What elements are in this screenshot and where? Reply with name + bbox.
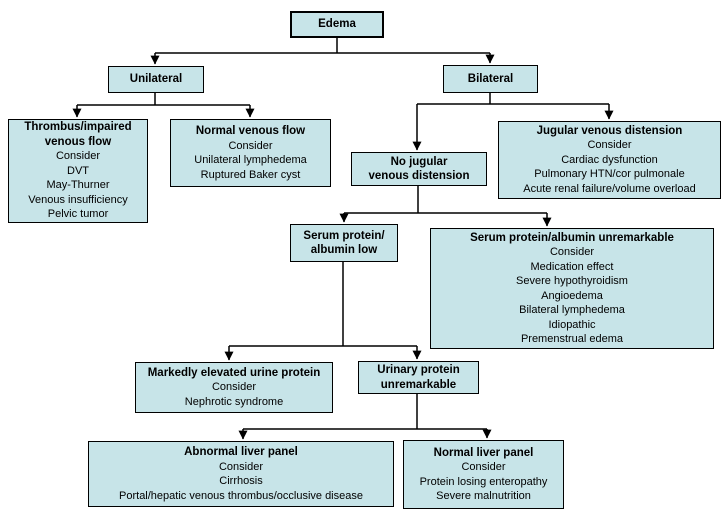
node-line: Pelvic tumor (47, 208, 109, 221)
connector-no-jvd-branch (344, 186, 547, 214)
node-line: Consider (55, 150, 101, 163)
node-title: Markedly elevated urine protein (147, 366, 321, 379)
node-line: Consider (587, 139, 632, 152)
node-line: Premenstrual edema (520, 333, 624, 345)
connector-edema-branch (155, 37, 490, 54)
node-title: Normal liver panel (433, 446, 534, 459)
node-title: Jugular venous distension (536, 124, 683, 137)
node-line: Angioedema (541, 289, 603, 302)
node-line: Portal/hepatic venous thrombus/occlusive… (119, 489, 363, 502)
node-urinary-protein-unremarkable: Urinary protein unremarkable (358, 361, 479, 394)
node-line: Cardiac dysfunction (561, 153, 658, 166)
node-title: Urinary protein unremarkable (377, 364, 460, 391)
node-line: Medication effect (530, 260, 614, 273)
node-thrombus-impaired-venous-flow: Thrombus/impaired venous flow Consider D… (8, 119, 148, 223)
node-unilateral: Unilateral (108, 66, 204, 93)
node-title: Abnormal liver panel (184, 446, 298, 458)
node-line: Consider (461, 461, 506, 473)
node-line: Severe hypothyroidism (516, 275, 628, 287)
connector-bilateral-branch (417, 92, 609, 105)
node-line: Ruptured Baker cyst (200, 168, 301, 181)
node-title: Serum protein/ albumin low (303, 229, 385, 257)
connector-serum-low-branch (229, 261, 417, 347)
node-title: Thrombus/impaired venous flow (24, 121, 132, 148)
node-title: Edema (318, 18, 356, 31)
connector-skeletons (77, 37, 609, 430)
node-jugular-venous-distension: Jugular venous distension Consider Cardi… (498, 121, 721, 199)
node-line: Severe malnutrition (436, 490, 531, 502)
connector-unilateral-branch (77, 92, 250, 106)
node-line: Protein losing enteropathy (419, 475, 548, 488)
node-bilateral: Bilateral (443, 65, 538, 93)
node-line: Nephrotic syndrome (184, 395, 284, 408)
node-title: Normal venous flow (195, 125, 306, 137)
node-line: Consider (549, 246, 595, 258)
node-no-jugular-venous-distension: No jugular venous distension (351, 152, 487, 186)
node-serum-protein-albumin-low: Serum protein/ albumin low (290, 224, 398, 262)
node-line: Consider (228, 139, 273, 152)
node-line: Cirrhosis (219, 475, 263, 487)
connector-arrows (72, 53, 614, 440)
node-line: Consider (218, 460, 264, 473)
node-line: Venous insufficiency (28, 193, 128, 206)
node-line: Idiopathic (548, 318, 596, 331)
node-line: Pulmonary HTN/cor pulmonale (534, 168, 685, 181)
node-title: Bilateral (467, 72, 514, 85)
node-line: Unilateral lymphedema (194, 154, 307, 166)
node-line: Consider (211, 381, 257, 394)
node-title: No jugular venous distension (368, 155, 470, 183)
node-normal-venous-flow: Normal venous flow Consider Unilateral l… (170, 119, 331, 187)
node-line: Acute renal failure/volume overload (523, 182, 696, 195)
node-abnormal-liver-panel: Abnormal liver panel Consider Cirrhosis … (88, 441, 394, 507)
node-normal-liver-panel: Normal liver panel Consider Protein losi… (403, 440, 564, 509)
node-line: May-Thurner (46, 179, 110, 192)
connector-urinary-branch (243, 394, 487, 430)
node-title: Unilateral (129, 73, 183, 86)
node-title: Serum protein/albumin unremarkable (470, 231, 674, 244)
node-edema: Edema (290, 11, 384, 38)
node-line: Bilateral lymphedema (519, 304, 625, 316)
node-line: DVT (67, 164, 89, 177)
node-serum-protein-albumin-unremarkable: Serum protein/albumin unremarkable Consi… (430, 228, 714, 349)
node-markedly-elevated-urine-protein: Markedly elevated urine protein Consider… (135, 362, 333, 413)
